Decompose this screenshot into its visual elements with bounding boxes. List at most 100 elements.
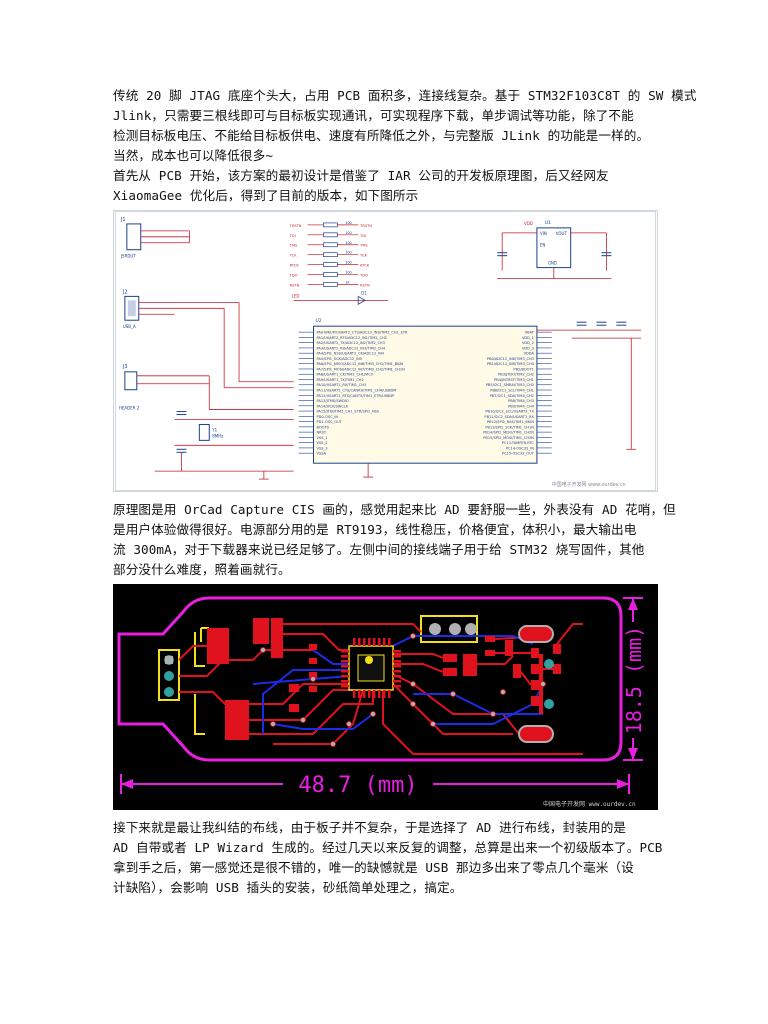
via: [346, 721, 352, 727]
pcb-layout: 48.7 (mm) 18.5 (mm) 中国电子开发网 www.ourdev.c…: [113, 584, 658, 810]
text-line: 是用户体验做得很好。电源部分用的是 RT9193，线性稳压，价格便宜，体积小，最…: [113, 522, 637, 537]
qfp-pad: [388, 690, 391, 698]
pin-label: PA12/USART1_RTS/CANTX/TIM1_ETR/USBDP: [316, 394, 395, 398]
pin-label: PA5/SPI1_SCK/ADC12_IN5: [316, 357, 362, 361]
text-line: 检测目标板电压、不能给目标板供电、速度有所降低之外，与完整版 JLink 的功能…: [113, 128, 650, 143]
pin-label: PD1-OSC_OUT: [316, 420, 342, 424]
mcu-pins-left: PA0-WKUP/USART2_CTS/ADC12_IN0/TIM2_CH1_E…: [298, 331, 408, 456]
trace: [249, 690, 374, 735]
pin-label: PB11/I2C2_SDA/USART3_RX: [484, 415, 534, 419]
via: [270, 721, 276, 727]
via: [370, 711, 376, 717]
dimension-width: 48.7 (mm): [120, 772, 630, 798]
paragraph-layout-notes: 接下来就是最让我纠结的布线，由于板子并不复杂，于是选择了 AD 进行布线，封装用…: [113, 818, 662, 898]
qfp-pad: [388, 638, 391, 646]
qfp-pad: [383, 638, 386, 646]
trace: [392, 673, 520, 735]
qfp-pad: [341, 655, 349, 658]
text-line: 接下来就是最让我纠结的布线，由于板子并不复杂，于是选择了 AD 进行布线，封装用…: [113, 820, 627, 835]
qfp-pad: [378, 690, 381, 698]
trace: [393, 653, 444, 659]
signal-label: RSTN: [290, 283, 300, 287]
pin-label: PA10/USART1_RX/TIM1_CH3: [316, 383, 366, 387]
qfp-pad: [393, 670, 401, 673]
pin-label: PB0/ADC12_IN8/TIM3_CH3: [487, 357, 534, 361]
qfp-pad: [393, 650, 401, 653]
trace: [249, 689, 353, 721]
signal-label: TMS: [359, 244, 368, 248]
resistor: [323, 272, 338, 277]
qfp-pad: [363, 690, 366, 698]
pin-label: PA3/USART2_RX/ADC12_IN3/TIM2_CH4: [316, 346, 385, 350]
pcb-figure: 48.7 (mm) 18.5 (mm) 中国电子开发网 www.ourdev.c…: [113, 584, 658, 814]
pin-label: PB12/SPI2_NSS/TIM1_BKIN: [487, 420, 534, 424]
via: [300, 717, 306, 723]
resistor-value: 100: [345, 271, 351, 275]
resistor-value: 100: [345, 251, 351, 255]
connector-usb-j2: J2 USB_A: [122, 289, 294, 389]
qfp-pad: [393, 675, 401, 678]
resistor-value: 100: [345, 221, 351, 225]
signal-label: TRSTN: [289, 224, 302, 228]
pin-label: PB9/TIM4_CH4: [508, 404, 535, 408]
regulator-u1: VIN VOUT EN GND U1 VDD: [497, 220, 612, 279]
board-outline: [117, 596, 623, 762]
pin-label: PC15-OSC32_OUT: [502, 452, 535, 456]
label-gnd: GND: [548, 261, 557, 266]
pin-label: PA8/USART1_CK/TIM1_CH1/MCO: [316, 373, 373, 377]
trace: [273, 689, 364, 745]
pcb-width-label: 48.7 (mm): [298, 773, 417, 798]
trace: [312, 649, 349, 665]
signal-label: TCK: [359, 254, 367, 258]
label-header: HEADER 2: [119, 406, 140, 411]
label-en: EN: [540, 243, 546, 248]
qfp-pad: [341, 650, 349, 653]
pin-label: PA11/USART1_CTS/CANRX/TIM1_CH4/USBDM: [316, 389, 396, 393]
pin-label: PA15/JTDI/TIM2_CH1_ETR/SPI1_NSS: [316, 410, 379, 414]
trace: [393, 663, 444, 673]
resistor: [323, 222, 338, 228]
text-line: 部分没什么难度，照着画就行。: [113, 562, 291, 577]
qfp-pad: [393, 655, 401, 658]
pin-label: PA6/SPI1_MISO/ADC12_IN6/TIM3_CH1/TIM1_BK…: [316, 362, 403, 366]
signal-label: RTCK: [360, 264, 370, 268]
pin-label: PC14-OSC32_IN: [506, 446, 534, 450]
resistor: [323, 252, 338, 258]
resistor-bank: TRSTN100TRSTNTDI100TDITMS100TMSTCK100TCK…: [289, 221, 373, 288]
text-line: XiaomaGee 优化后，得到了目前的版本，如下图所示: [113, 188, 419, 203]
label-u1: U1: [545, 220, 551, 226]
trace: [413, 693, 543, 715]
pin-label: VDD_1: [522, 336, 534, 340]
signal-label: TMS: [289, 244, 298, 248]
pcb-traces: [178, 623, 583, 755]
qfp-pad: [378, 638, 381, 646]
via: [410, 681, 416, 687]
signal-label: TDO: [359, 274, 368, 278]
pcb-height-label: 18.5 (mm): [622, 626, 646, 734]
text-line: 原理图是用 OrCad Capture CIS 画的，感觉用起来比 AD 要舒服…: [113, 502, 676, 517]
ground-symbols: [258, 338, 637, 480]
pin-label: VSSA: [316, 452, 326, 456]
header-pads-top: [429, 623, 477, 635]
qfp-pad: [358, 638, 361, 646]
signal-label: TRSTN: [359, 224, 372, 228]
label-vout: VOUT: [556, 231, 568, 236]
qfp-pad: [353, 638, 356, 646]
via: [410, 633, 416, 639]
qfp-pad: [368, 690, 371, 698]
qfp-pad: [341, 670, 349, 673]
label-j3: J3: [122, 364, 128, 370]
qfp-pad: [393, 665, 401, 668]
text-line: Jlink，只需要三根线即可与目标板实现通讯，可实现程序下载，单步调试等功能，除…: [113, 108, 634, 123]
connector-j1: J1 JSRDUT: [120, 217, 190, 259]
smd-pads-large: [207, 618, 283, 740]
text-line: 传统 20 脚 JTAG 底座个头大，占用 PCB 面积多，连接线复杂。基于 S…: [113, 88, 697, 103]
pin-label: PA0-WKUP/USART2_CTS/ADC12_IN0/TIM2_CH1_E…: [316, 331, 408, 335]
pin-label: PB2/BOOT1: [513, 367, 534, 371]
vias: [260, 633, 546, 747]
signal-label: TDI: [289, 234, 296, 238]
signal-label: RSTN: [360, 283, 370, 287]
schematic-diagram: J1 JSRDUT TRSTN100TRSTNTDI100TDITMS100TM…: [113, 210, 658, 492]
decoupling-caps: [536, 321, 642, 339]
pin-label: PB10/I2C2_SCL/USART3_TX: [485, 410, 534, 414]
